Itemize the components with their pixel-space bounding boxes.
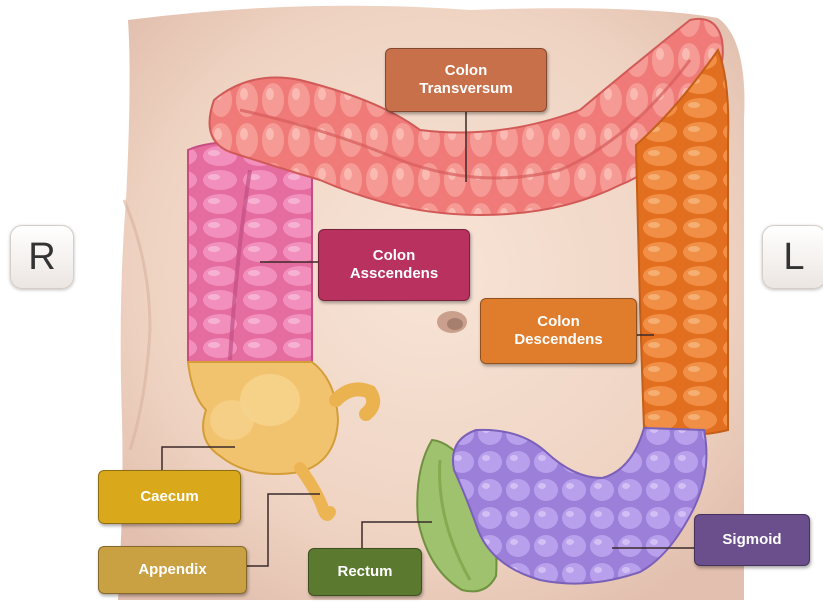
label-sigmoid: Sigmoid (694, 514, 810, 566)
left-side-marker: L (762, 225, 823, 289)
label-sigmoid-text: Sigmoid (722, 531, 781, 549)
label-colon-descendens-line2: Descendens (514, 331, 602, 349)
label-colon-descendens: Colon Descendens (480, 298, 637, 364)
right-side-marker: R (10, 225, 74, 289)
label-caecum: Caecum (98, 470, 241, 524)
label-colon-transversum-line2: Transversum (419, 80, 512, 98)
label-colon-ascendens: Colon Asscendens (318, 229, 470, 301)
label-appendix: Appendix (98, 546, 247, 594)
label-colon-ascendens-line2: Asscendens (350, 265, 438, 283)
label-colon-transversum-line1: Colon (445, 62, 488, 80)
label-colon-descendens-line1: Colon (537, 313, 580, 331)
label-caecum-text: Caecum (140, 488, 198, 506)
label-rectum-text: Rectum (337, 563, 392, 581)
label-colon-transversum: Colon Transversum (385, 48, 547, 112)
label-colon-ascendens-line1: Colon (373, 247, 416, 265)
label-appendix-text: Appendix (138, 561, 206, 579)
label-rectum: Rectum (308, 548, 422, 596)
